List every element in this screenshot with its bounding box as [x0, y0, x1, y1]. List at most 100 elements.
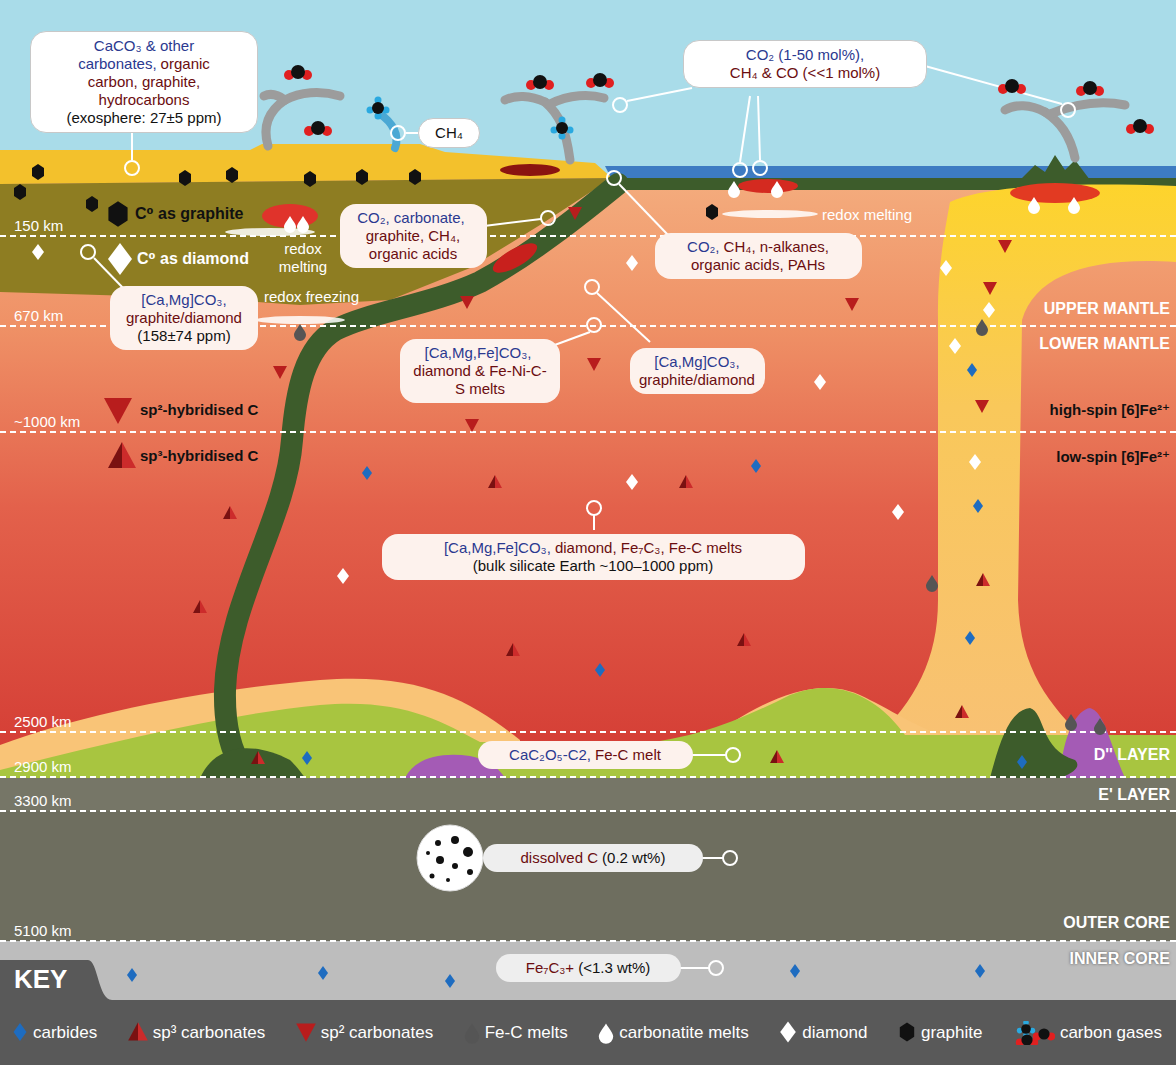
carbon-symbol [926, 575, 938, 592]
carbon-symbol [965, 631, 975, 645]
leader-line [740, 96, 750, 162]
sp3-icon [128, 1022, 148, 1040]
diagram-label: C⁰ as diamond [137, 250, 249, 268]
carbon-symbol [445, 974, 455, 988]
leader-ring [81, 245, 95, 259]
callout-box: [Ca,Mg,Fe]CO₃,diamond & Fe-Ni-C-S melts [400, 339, 560, 403]
carbon-symbol [409, 169, 421, 185]
dot [430, 874, 435, 879]
leader-ring [723, 851, 737, 865]
legend-icon [598, 1021, 614, 1045]
diagram-label: 5100 km [14, 922, 72, 940]
callout-box: dissolved C(0.2 wt%) [483, 844, 703, 872]
callout-box: CO₂, carbonate,graphite, CH₄, organic ac… [340, 204, 487, 268]
carbon-symbol [356, 169, 368, 185]
legend-icon [898, 1021, 916, 1045]
leader-line [688, 754, 726, 756]
diamond-icon [780, 1022, 796, 1043]
legend-text: carbon gases [1060, 1023, 1162, 1043]
carbon-symbol [284, 65, 312, 80]
inner-core [0, 941, 1176, 1001]
leader-ring [587, 501, 601, 515]
callout-text: (158±74 ppm) [119, 327, 249, 345]
key-tab [0, 960, 112, 1000]
carbon-symbol [226, 167, 238, 183]
methane-seep [380, 114, 397, 148]
depth-line [0, 731, 1176, 733]
legend-item: carbon gases [1013, 1021, 1162, 1045]
leader-ring [391, 126, 405, 140]
carbon-symbol [86, 196, 98, 212]
lava [500, 164, 560, 176]
carbon-symbol [845, 298, 859, 311]
callout-box: [Ca,Mg,Fe]CO₃,diamond, Fe₇C₃, Fe-C melts… [382, 534, 805, 580]
callout-text: diamond, Fe₇C₃, Fe-C melts [555, 539, 742, 556]
carbon-symbol [104, 398, 132, 424]
core-carbon-icon [417, 825, 483, 891]
callout-box: CO₂,CH₄, n-alkanes, organic acids, PAHs [655, 233, 862, 279]
carbon-symbol [983, 282, 997, 295]
leader-line [597, 293, 650, 342]
carbon-symbol [975, 964, 985, 978]
outer-core [0, 778, 1176, 941]
smoke [285, 93, 340, 100]
callout-text: CO₂, [687, 238, 720, 255]
callout-text: CO₂, carbonate, [357, 209, 465, 226]
legend-icon [12, 1021, 28, 1045]
callout-text: [Ca,Mg,Fe]CO₃, [424, 344, 531, 361]
dot [436, 856, 444, 864]
carbon-symbol [1065, 714, 1077, 731]
leader-line [676, 967, 709, 969]
dot [446, 878, 450, 882]
callout-text: dissolved C [521, 849, 599, 866]
legend-icon [464, 1021, 480, 1045]
legend-text: carbonatite melts [619, 1023, 748, 1043]
diagram-label: 3300 km [14, 792, 72, 810]
smoke [505, 96, 545, 102]
callout-box: Fe₇C₃+(<1.3 wt%) [496, 954, 681, 982]
redox-lens [255, 316, 345, 324]
callout-text: CaC₂O₅-C2, [509, 746, 591, 763]
carbon-symbol [679, 475, 693, 488]
smoke [1005, 106, 1045, 112]
core-carbon-dots [426, 836, 473, 882]
carbon-symbol [297, 216, 309, 233]
carbon-symbol [976, 319, 988, 336]
carbon-symbol [223, 506, 237, 519]
carbon-symbol [790, 964, 800, 978]
leader-ring [613, 98, 627, 112]
diagram-label: redox melting [272, 240, 334, 276]
leader-ring [585, 280, 599, 294]
diagram-label: E' LAYER [1098, 786, 1170, 804]
callout-text: [Ca,Mg,Fe]CO₃, [444, 539, 551, 556]
carbon-symbol [1076, 81, 1104, 96]
leader-ring [1061, 103, 1075, 117]
redox-lens [722, 210, 818, 218]
callout-box: CaCO₃ & other carbonates,organic carbon,… [30, 31, 258, 133]
dot [452, 863, 458, 869]
carbon-symbol [1017, 755, 1027, 769]
carbon-symbol [983, 302, 995, 318]
carbon-symbol [737, 633, 751, 646]
carbon-symbol [626, 255, 638, 271]
carbon-symbol [367, 97, 390, 120]
carbon-symbol [587, 358, 601, 371]
diagram-label: redox freezing [264, 288, 359, 306]
legend-text: sp² carbonates [321, 1023, 433, 1043]
legend-text: carbides [33, 1023, 97, 1043]
carbon-symbol [975, 400, 989, 413]
legend-icon [779, 1021, 797, 1045]
callout-text: Fe₇C₃+ [526, 959, 574, 976]
melt-pocket [489, 238, 541, 279]
callout-text: [Ca,Mg]CO₃, [639, 353, 756, 371]
carbon-symbols [14, 65, 1154, 988]
leader-ring [607, 171, 621, 185]
diagram-label: 150 km [14, 217, 63, 235]
carbon-symbol [973, 499, 983, 513]
leader-line [925, 66, 1062, 104]
callout-text: (exosphere: 27±5 ppm) [59, 109, 229, 127]
carbon-symbol [814, 374, 826, 390]
callout-text: (0.2 wt%) [602, 849, 665, 866]
leader-ring [733, 163, 747, 177]
